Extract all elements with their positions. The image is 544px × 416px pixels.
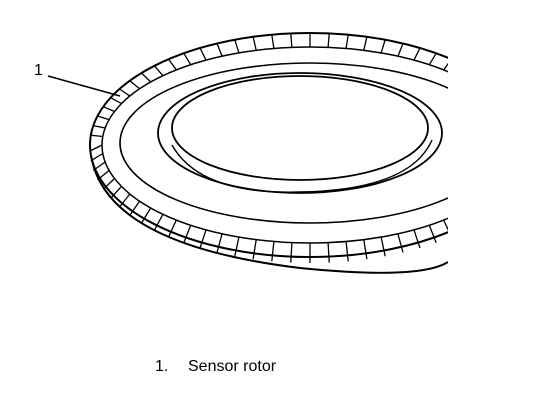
legend-caption: 1. Sensor rotor [155,358,276,376]
rotor-tooth [97,115,110,121]
rotor-tooth [183,52,192,66]
rotor-tooth [443,62,448,71]
rotor-bore-lip [171,139,433,193]
rotor-tooth [363,36,368,51]
rotor-tooth [469,73,478,82]
rotor-tooth [517,154,529,161]
rotor-tooth [234,39,240,54]
rotor-tooth [345,241,349,262]
rotor-tooth [102,178,115,190]
rotor-tooth [469,208,478,223]
rotor-tooth [511,116,523,120]
rotor-tooth [515,162,527,170]
rotor-tooth [515,126,527,128]
rotor-tooth [327,33,330,48]
rotor-tooth [499,186,510,198]
rotor-tooth [506,107,517,112]
rotor-tooth [168,219,177,238]
rotor-tooth [380,39,386,54]
rotor-tooth [413,229,421,249]
rotor-tooth [490,89,500,96]
rotor-tooth [252,36,257,51]
rotor-tooth [457,214,466,230]
callout-number: 1 [34,62,43,79]
rotor-tooth [90,134,103,138]
rotor-tooth [345,34,349,49]
rotor-tooth [168,58,177,71]
rotor-tooth [183,225,192,243]
rotor-tooth [457,66,466,76]
legend-number: 1. [155,358,169,375]
rotor-tooth [290,242,293,263]
rotor-teeth [89,33,529,263]
rotor-tooth [153,65,164,77]
rotor-tooth [290,33,293,48]
rotor-tooth [129,200,141,216]
rotor-tooth [234,236,240,257]
rotor-tooth [506,179,517,190]
rotor-tooth [216,43,223,57]
rotor-tooth [252,239,257,260]
rotor-tooth [110,185,122,199]
rotor-inner-bore-outer [157,72,443,194]
rotor-tooth [153,213,164,231]
rotor-inner-bore-inner [171,75,429,181]
rotor-tooth [90,152,104,162]
rotor-tooth [129,80,141,90]
rotor-tooth [119,88,131,97]
rotor-tooth [480,81,490,89]
rotor-tooth [89,144,103,152]
rotor-tooth [271,241,275,262]
rotor-tooth [380,236,386,257]
rotor-tooth [271,34,275,49]
rotor-face-edge [119,62,448,224]
rotor-tooth [443,219,448,231]
rotor-tooth [499,98,510,104]
rotor-tooth [103,106,115,113]
rotor-tooth [428,52,437,66]
rotor-tooth [199,229,207,249]
rotor-tooth [118,193,131,208]
rotor-tooth [490,194,500,207]
rotor-tooth [480,201,490,215]
rotor-tooth [140,207,152,224]
rotor-tooth [97,169,110,181]
rotor-lower-edge [91,159,448,274]
rotor-tooth [216,233,223,253]
rotor-tooth [397,233,404,253]
rotor-tooth [327,242,330,263]
rotor-tooth [93,124,106,129]
legend-label: Sensor rotor [188,358,277,375]
rotor-tooth [511,170,523,180]
rotor-tooth [428,225,437,243]
rotor-tooth [110,97,122,105]
rotor-tooth [141,72,152,83]
callout-leader-line [47,75,121,97]
rotor-tooth [363,239,368,260]
rotor-tooth [413,47,421,61]
rotor-tooth [517,135,529,136]
rotor-tooth [199,47,207,61]
rotor-tooth [397,43,404,57]
